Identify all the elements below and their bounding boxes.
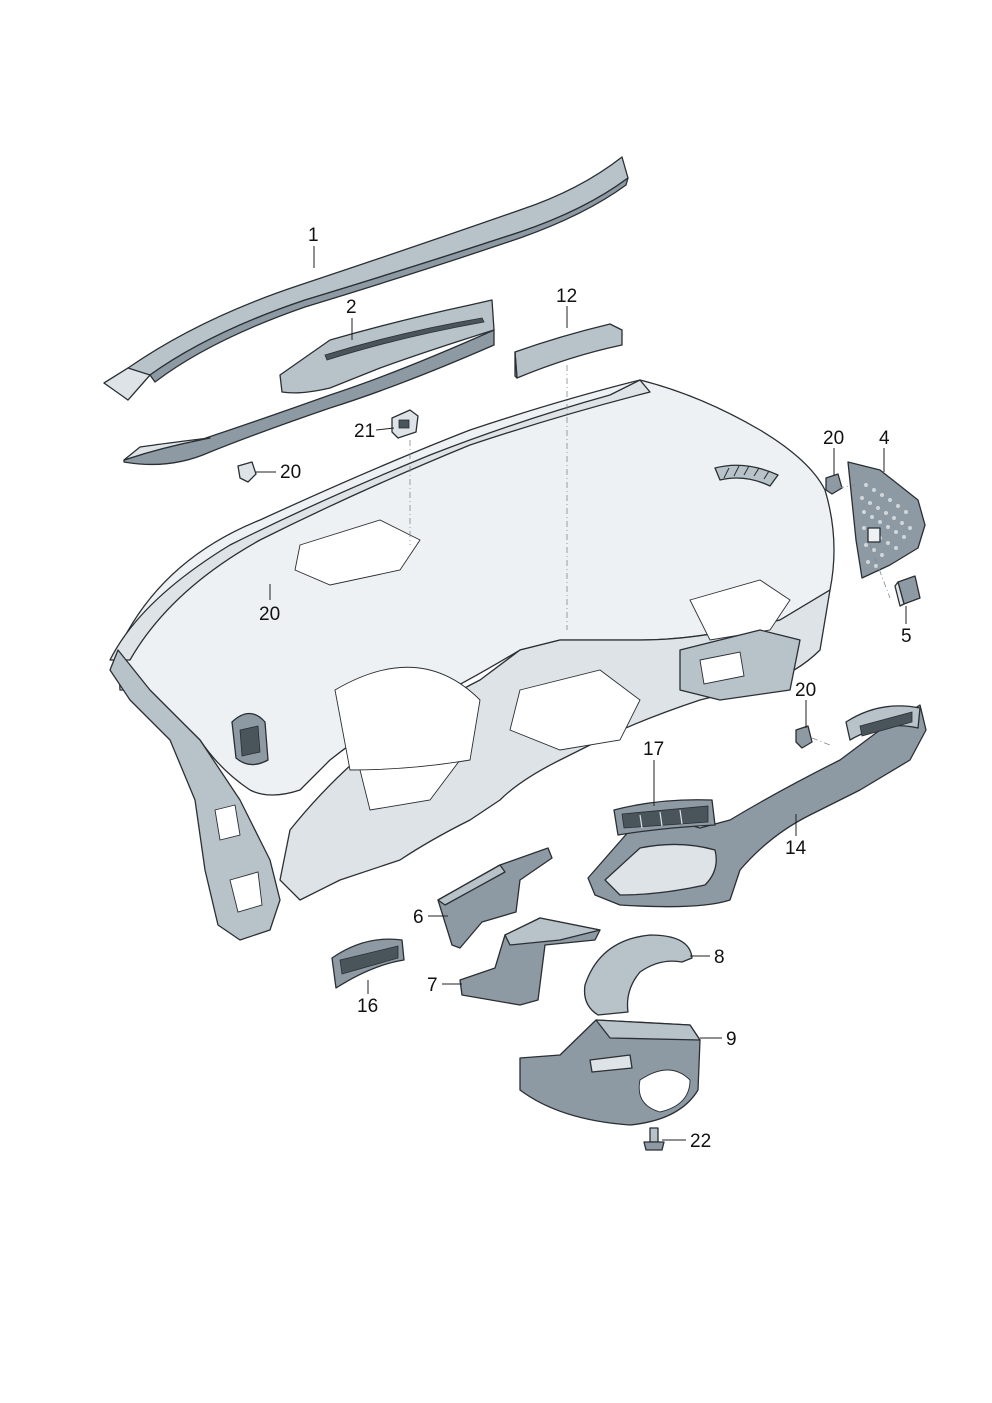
part-20-clip-right bbox=[825, 473, 843, 495]
callout-leader-lines bbox=[256, 246, 907, 1141]
part-5-cap bbox=[894, 575, 921, 607]
center-vent-slats bbox=[723, 465, 770, 480]
dashboard-main-body bbox=[109, 379, 835, 941]
part-1-windscreen-trim-strip bbox=[103, 156, 629, 401]
part-16-air-vent bbox=[331, 938, 405, 989]
callout-22: 22 bbox=[690, 1131, 711, 1152]
part-12-trim-cover bbox=[514, 323, 623, 379]
callout-9: 9 bbox=[726, 1029, 737, 1050]
part-20-clip-upper-left bbox=[237, 461, 257, 483]
callout-20-right: 20 bbox=[823, 428, 844, 449]
callout-6: 6 bbox=[413, 907, 424, 928]
callout-4: 4 bbox=[879, 428, 890, 449]
callout-5: 5 bbox=[901, 626, 912, 647]
assembly-reference-lines bbox=[409, 365, 891, 746]
callout-14: 14 bbox=[785, 838, 807, 859]
part-8-steering-column-cover bbox=[583, 934, 693, 1016]
part-9-lower-shroud bbox=[519, 1019, 701, 1126]
callout-8: 8 bbox=[714, 947, 725, 968]
callout-2: 2 bbox=[346, 297, 357, 318]
part-14-lower-right-trim bbox=[587, 704, 927, 908]
part-4-speaker-grille bbox=[847, 461, 926, 579]
callout-12: 12 bbox=[556, 286, 577, 307]
callout-20-lower-left: 20 bbox=[259, 604, 280, 625]
callout-17: 17 bbox=[643, 739, 664, 760]
part-7-column-bracket bbox=[459, 917, 601, 1006]
part-21-clip bbox=[391, 409, 419, 439]
callout-21: 21 bbox=[354, 421, 375, 442]
part-20-clip-lower-right bbox=[795, 725, 813, 749]
callout-1: 1 bbox=[308, 225, 319, 246]
callout-16: 16 bbox=[357, 996, 378, 1017]
callout-20-lower-right: 20 bbox=[795, 680, 816, 701]
callout-labels: 1 2 12 21 20 20 20 4 5 20 17 14 6 7 8 16… bbox=[259, 225, 912, 1152]
part-17-air-vent bbox=[613, 799, 716, 836]
callout-20-upper-left: 20 bbox=[280, 462, 301, 483]
part-2-center-trim-strip bbox=[123, 299, 495, 466]
part-6-trim-panel bbox=[437, 847, 553, 949]
callout-7: 7 bbox=[427, 975, 438, 996]
part-22-screw bbox=[643, 1127, 665, 1151]
